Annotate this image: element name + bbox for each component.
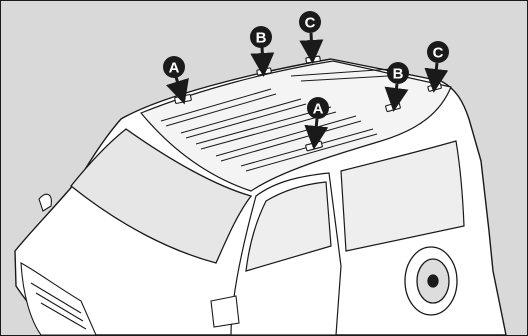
marker-b-left: B	[250, 26, 272, 65]
marker-label: B	[393, 66, 404, 83]
marker-c-left: C	[299, 11, 321, 52]
marker-label: A	[169, 60, 180, 77]
marker-label: C	[305, 15, 316, 32]
marker-label: B	[256, 30, 267, 47]
marker-label: C	[433, 45, 444, 62]
rear-wheel	[405, 247, 457, 315]
marker-a-left: A	[163, 56, 185, 93]
marker-label: A	[313, 101, 324, 118]
marker-c-right: C	[427, 41, 449, 81]
